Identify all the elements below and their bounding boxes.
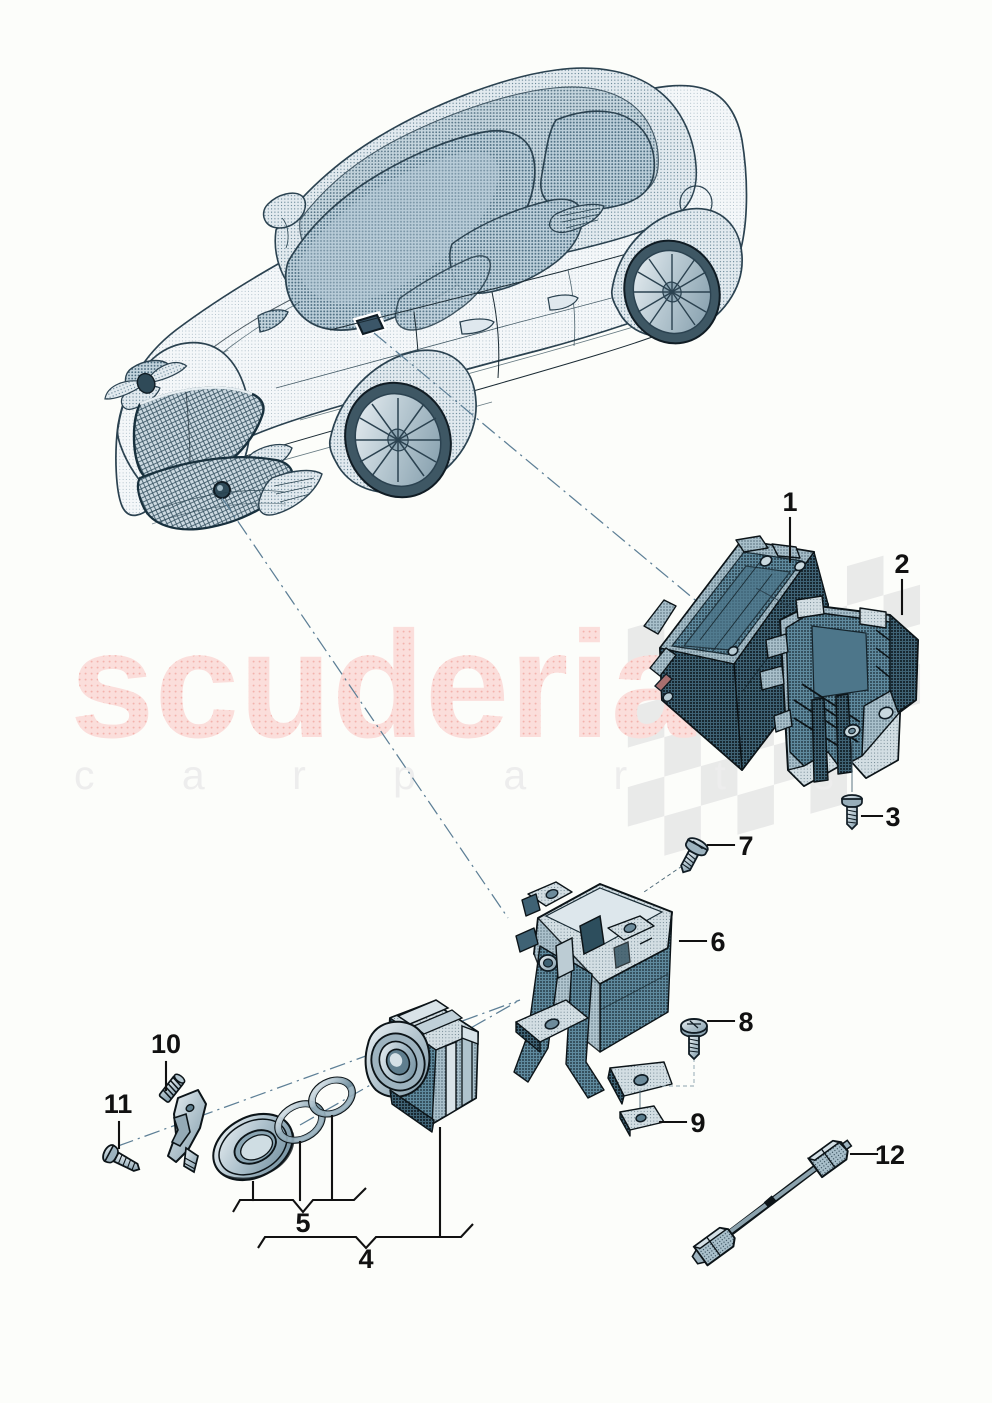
part-12-wiring-harness (691, 1139, 853, 1267)
part-4-camera-module (364, 999, 479, 1133)
callout-number-6: 6 (710, 927, 725, 957)
axis-sensor-to-bracket (221, 497, 509, 919)
callout-numbers: 1 2 3 4 5 6 7 8 9 10 11 12 (104, 487, 910, 1274)
callout-number-11: 11 (104, 1089, 133, 1119)
part-7-pan-head-screw (643, 837, 709, 893)
axis-camera-to-controlunit (373, 332, 701, 605)
callout-leaders (117, 516, 904, 1156)
part-10-locking-lever (158, 1073, 207, 1174)
part-5-ring-small (308, 1076, 356, 1118)
callout-number-9: 9 (690, 1108, 705, 1138)
callout-number-8: 8 (738, 1007, 753, 1037)
part-3-tapping-screw (841, 742, 863, 831)
vehicle-illustration (104, 67, 748, 531)
part-5-ring-medium (274, 1100, 326, 1144)
part-2-retaining-frame (755, 587, 919, 787)
part-9-square-washer (619, 1090, 665, 1137)
part-6-mounting-bracket (513, 881, 673, 1105)
callout-number-12: 12 (875, 1140, 905, 1170)
part-5-ring-large (212, 1112, 295, 1182)
callout-number-10: 10 (151, 1029, 181, 1059)
callout-number-1: 1 (782, 487, 797, 517)
bentley-badge (104, 362, 188, 400)
watermark-scuderia: scuderia (70, 600, 697, 770)
rear-wheel (623, 239, 721, 345)
front-wheel (344, 381, 452, 499)
callout-number-3: 3 (885, 802, 900, 832)
group-bracket-5 (232, 1114, 367, 1214)
callout-number-7: 7 (738, 831, 753, 861)
group-bracket-4 (257, 1126, 474, 1250)
windscreen-camera-module-marker (352, 311, 388, 339)
callout-number-4: 4 (358, 1244, 373, 1274)
callout-number-5: 5 (295, 1208, 310, 1238)
watermark-car-parts: c a r p a r t s (74, 752, 872, 798)
part-11-fixing-screw (102, 1144, 141, 1172)
part-8-hexagon-head-screw (660, 1018, 708, 1087)
callout-number-2: 2 (894, 549, 909, 579)
